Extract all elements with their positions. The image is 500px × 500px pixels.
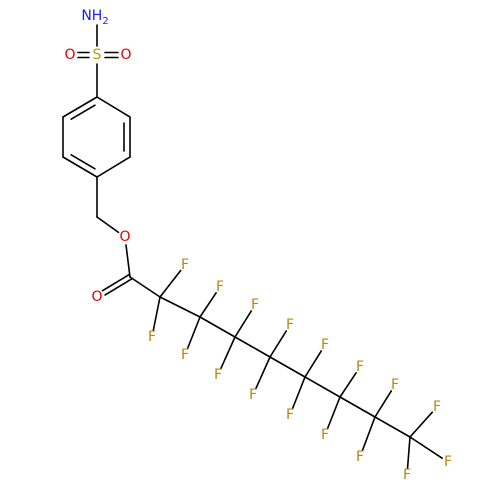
fluorine-atom-label: F — [249, 387, 257, 403]
fluorine-atom-label: F — [286, 317, 294, 333]
fluorine-atom-label: F — [148, 329, 156, 345]
bond-c-o-double-b — [104, 278, 133, 296]
ring-double-2 — [70, 154, 96, 170]
ring-bond-4 — [62, 156, 98, 178]
fluorine-atom-label: F — [356, 449, 364, 465]
bond-c-f-8 — [255, 356, 271, 390]
fluorine-atom-label: F — [251, 297, 259, 313]
chain-bond-5 — [269, 356, 306, 378]
sulfur-atom-label: S — [93, 47, 102, 63]
bond-c-f-16 — [409, 436, 443, 459]
fluorine-atom-label: F — [216, 279, 224, 295]
sulfonyl-oxygen-left-label: O — [64, 47, 75, 63]
fluorine-atom-label: F — [444, 454, 452, 470]
bond-c-f-2 — [152, 296, 161, 331]
nh2-label: NH2 — [81, 8, 108, 27]
bond-c-f-3 — [199, 292, 217, 318]
bond-c-f-1 — [159, 269, 182, 298]
chain-bond-8 — [374, 416, 411, 438]
bond-c-f-17 — [406, 436, 411, 469]
fluorine-atom-label: F — [286, 407, 294, 423]
ring-bond-6 — [62, 96, 98, 118]
fluorine-atom-label: F — [403, 467, 411, 483]
chain-bond-2 — [159, 296, 201, 318]
ring-double-3 — [70, 104, 96, 120]
chain-bond-3 — [199, 316, 236, 338]
chain-bond-4 — [234, 336, 271, 358]
bond-o-carbonyl — [125, 244, 131, 278]
bond-c-f-9 — [304, 350, 323, 378]
bond-c-f-15 — [409, 411, 434, 438]
fluorine-atom-label: F — [321, 337, 329, 353]
bond-c-f-12 — [326, 396, 341, 430]
fluorine-atom-label: F — [321, 427, 329, 443]
fluorine-atom-label: F — [391, 377, 399, 393]
fluorine-atom-label: F — [214, 367, 222, 383]
ring-bond-1 — [96, 96, 131, 118]
bond-c-f-14 — [361, 416, 376, 452]
bond-c-f-11 — [339, 372, 357, 398]
chain-bond-1 — [129, 276, 161, 298]
bond-c-f-6 — [220, 336, 236, 370]
sulfonyl-oxygen-right-label: O — [120, 47, 131, 63]
chain-bond-6 — [304, 376, 341, 398]
carbonyl-oxygen-label: O — [91, 289, 102, 305]
fluorine-atom-label: F — [181, 257, 189, 273]
bond-c-f-5 — [234, 310, 253, 338]
chain-bond-7 — [339, 396, 376, 418]
bond-c-f-10 — [291, 376, 306, 410]
bond-c-f-7 — [269, 330, 288, 358]
bond-ch2-o — [96, 216, 120, 234]
fluorine-atom-label: F — [433, 399, 441, 415]
bond-c-o-double-a — [101, 274, 130, 292]
ring-bond-3 — [96, 156, 131, 178]
bond-c-f-13 — [374, 390, 393, 418]
fluorine-atom-label: F — [181, 347, 189, 363]
bond-c-f-4 — [186, 316, 201, 350]
ester-oxygen-label: O — [119, 229, 130, 245]
fluorine-atom-label: F — [356, 359, 364, 375]
